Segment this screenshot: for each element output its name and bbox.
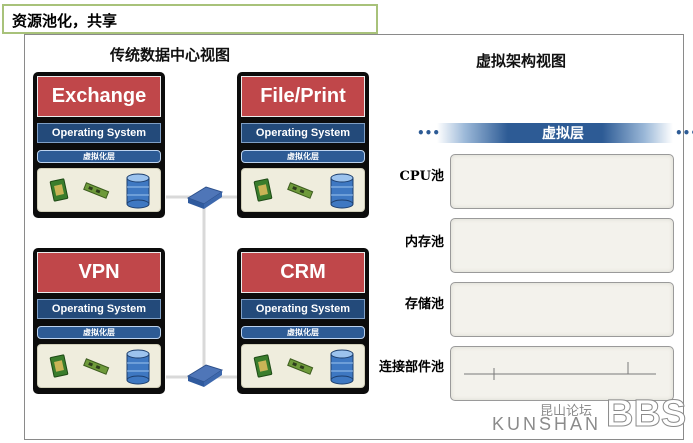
hardware-tray bbox=[241, 344, 365, 388]
server-file-print: File/Print Operating System 虚拟化层 bbox=[237, 72, 369, 218]
os-bar: Operating System bbox=[241, 123, 365, 143]
banner-dots-left: ••• bbox=[417, 126, 440, 140]
cpu-chip-icon bbox=[49, 178, 69, 202]
app-label: Exchange bbox=[37, 76, 161, 117]
memory-pool-box bbox=[450, 218, 674, 273]
title-box: 资源池化，共享 bbox=[2, 4, 378, 34]
slide-title: 资源池化，共享 bbox=[12, 12, 118, 30]
banner-dots-right: ••• bbox=[675, 126, 693, 140]
network-switch-icon bbox=[186, 186, 224, 209]
connection-lines bbox=[166, 195, 238, 379]
virtualization-layer-bar: 虚拟化层 bbox=[37, 326, 161, 339]
diagram-frame bbox=[24, 34, 684, 440]
pool-label-memory: 内存池 bbox=[404, 235, 444, 250]
virtual-layer-banner: ••• ••• 虚拟层 bbox=[417, 123, 693, 143]
virtualization-layer-bar: 虚拟化层 bbox=[37, 150, 161, 163]
hardware-tray bbox=[37, 344, 161, 388]
virtual-layer-label: 虚拟层 bbox=[542, 125, 584, 142]
cpu-chip-icon bbox=[49, 354, 69, 378]
memory-module-icon bbox=[83, 358, 110, 375]
pool-label-connection: 连接部件池 bbox=[378, 360, 444, 375]
hardware-tray bbox=[241, 168, 365, 212]
watermark-cn: 昆山论坛 bbox=[540, 404, 593, 419]
cpu-chip-icon bbox=[253, 178, 273, 202]
os-bar: Operating System bbox=[37, 299, 161, 319]
cpu-chip-icon bbox=[253, 354, 273, 378]
app-label: File/Print bbox=[241, 76, 365, 117]
memory-module-icon bbox=[287, 358, 314, 375]
virtualization-layer-bar: 虚拟化层 bbox=[241, 326, 365, 339]
pool-label-storage: 存储池 bbox=[404, 297, 444, 312]
memory-module-icon bbox=[287, 182, 314, 199]
app-label: VPN bbox=[37, 252, 161, 293]
right-section-title: 虚拟架构视图 bbox=[476, 52, 567, 70]
memory-module-icon bbox=[83, 182, 110, 199]
cpu-pool-box bbox=[450, 154, 674, 209]
storage-pool-box bbox=[450, 282, 674, 337]
server-crm: CRM Operating System 虚拟化层 bbox=[237, 248, 369, 394]
watermark-en: KUNSHAN bbox=[492, 414, 602, 434]
virtualization-layer-bar: 虚拟化层 bbox=[241, 150, 365, 163]
hardware-tray bbox=[37, 168, 161, 212]
storage-disk-icon bbox=[126, 173, 150, 209]
server-exchange: Exchange Operating System 虚拟化层 bbox=[33, 72, 165, 218]
storage-disk-icon bbox=[330, 173, 354, 209]
network-switch-icon bbox=[186, 364, 224, 387]
os-bar: Operating System bbox=[241, 299, 365, 319]
storage-disk-icon bbox=[330, 349, 354, 385]
app-label: CRM bbox=[241, 252, 365, 293]
server-vpn: VPN Operating System 虚拟化层 bbox=[33, 248, 165, 394]
os-bar: Operating System bbox=[37, 123, 161, 143]
left-section-title: 传统数据中心视图 bbox=[110, 46, 231, 64]
connection-line-icon bbox=[464, 362, 656, 380]
storage-disk-icon bbox=[126, 349, 150, 385]
pool-label-cpu: CPU池 bbox=[399, 169, 444, 184]
watermark-bbs: BBS bbox=[605, 393, 687, 435]
